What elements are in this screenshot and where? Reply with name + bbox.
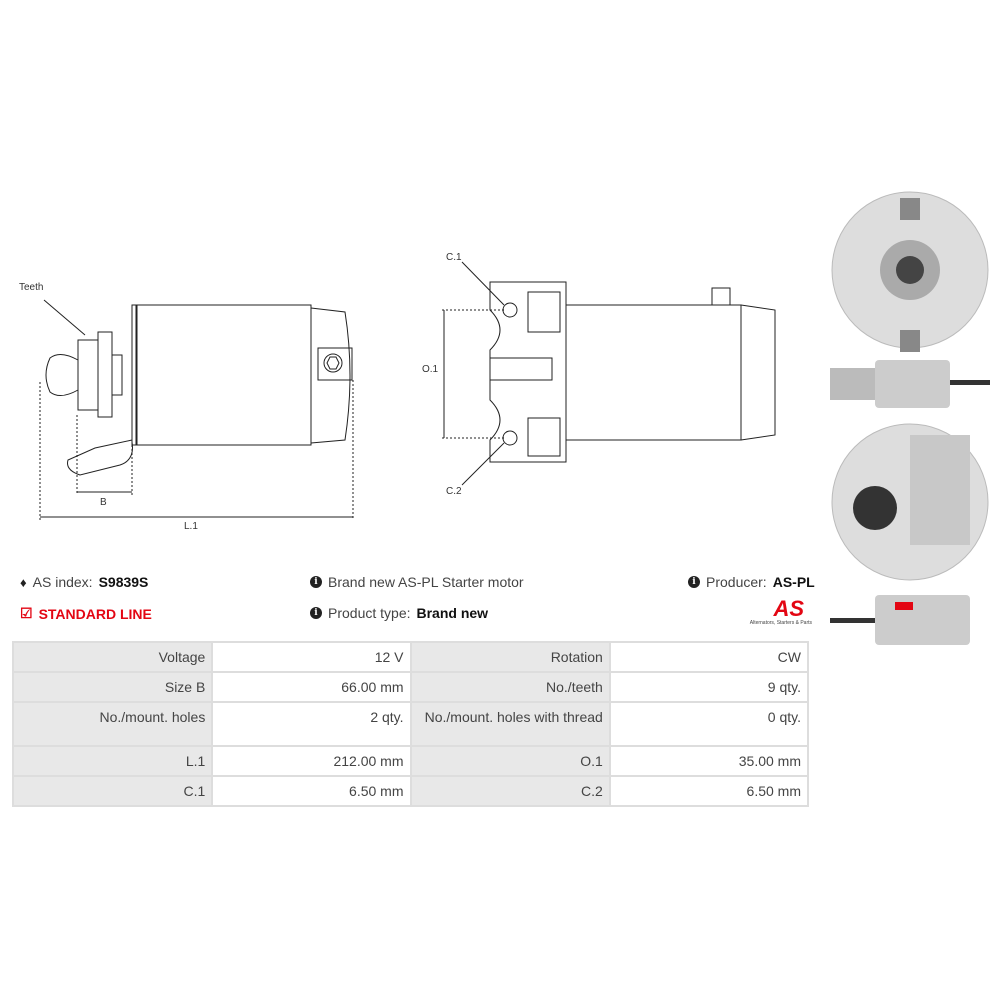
spec-value: 66.00 mm <box>211 671 412 703</box>
standard-line: ☑ STANDARD LINE <box>20 605 152 622</box>
spec-label: No./mount. holes with thread <box>409 701 611 747</box>
side-view-drawing <box>39 299 354 520</box>
producer: i Producer: AS-PL <box>688 574 815 590</box>
spec-label: Rotation <box>409 641 611 673</box>
info-icon: i <box>310 607 322 619</box>
c2-label: C.2 <box>446 486 462 497</box>
producer-label: Producer: <box>706 574 767 590</box>
front-view-drawing <box>442 261 776 486</box>
logo-text: AS <box>773 596 804 621</box>
spec-value: 35.00 mm <box>608 745 810 777</box>
product-type-label: Product type: <box>328 605 411 621</box>
spec-value: 2 qty. <box>211 701 412 747</box>
producer-value: AS-PL <box>772 574 815 590</box>
spec-label: C.1 <box>11 775 214 807</box>
l1-label: L.1 <box>184 521 198 532</box>
product-photos <box>830 191 990 645</box>
spec-value: 0 qty. <box>608 701 810 747</box>
as-index: ♦ AS index: S9839S <box>20 574 148 590</box>
info-icon: i <box>688 576 700 588</box>
as-index-label: AS index: <box>32 574 93 590</box>
spec-value: CW <box>608 641 810 673</box>
b-label: B <box>100 497 107 508</box>
product-type: i Product type: Brand new <box>310 605 488 621</box>
info-icon: i <box>310 576 322 588</box>
o1-label: O.1 <box>422 364 439 375</box>
spec-value: 6.50 mm <box>608 775 810 807</box>
spec-value: 12 V <box>211 641 412 673</box>
spec-label: Size B <box>11 671 214 703</box>
as-pl-logo: AS Alternators, Starters & Parts <box>720 596 812 627</box>
checkbox-icon: ☑ <box>20 605 33 621</box>
spec-value: 212.00 mm <box>211 745 412 777</box>
teeth-label: Teeth <box>19 282 44 293</box>
spec-label: O.1 <box>409 745 611 777</box>
spec-value: 6.50 mm <box>211 775 412 807</box>
spec-label: No./mount. holes <box>11 701 214 747</box>
description-text: Brand new AS-PL Starter motor <box>328 574 524 590</box>
spec-label: C.2 <box>409 775 611 807</box>
c1-label: C.1 <box>446 252 462 263</box>
spec-label: L.1 <box>11 745 214 777</box>
standard-line-label: STANDARD LINE <box>38 605 152 622</box>
spec-value: 9 qty. <box>608 671 810 703</box>
spec-label: Voltage <box>11 641 214 673</box>
spec-label: No./teeth <box>409 671 611 703</box>
description: i Brand new AS-PL Starter motor <box>310 574 524 590</box>
as-index-value: S9839S <box>98 574 149 590</box>
logo-tagline: Alternators, Starters & Parts <box>749 620 812 626</box>
tags-icon: ♦ <box>20 574 27 590</box>
product-type-value: Brand new <box>416 605 489 621</box>
